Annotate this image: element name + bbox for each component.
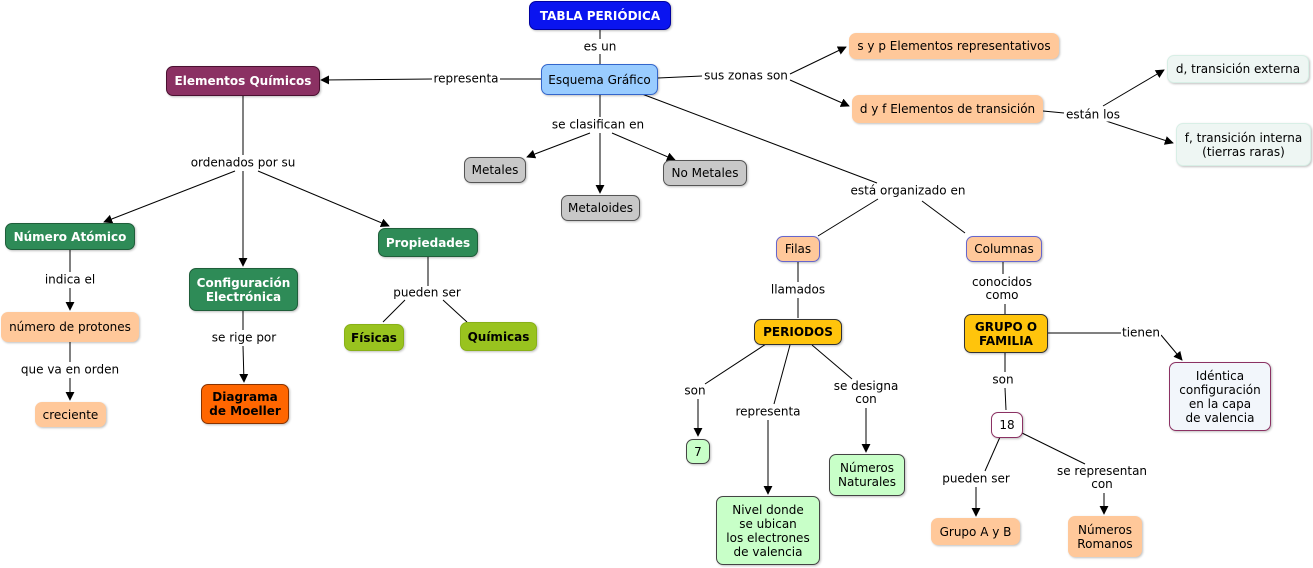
label-pueden-ser-18: pueden ser bbox=[941, 471, 1011, 486]
node-no-metales: No Metales bbox=[663, 160, 747, 186]
node-grupo-a-b: Grupo A y B bbox=[931, 518, 1020, 545]
label-ordenados-por-su: ordenados por su bbox=[189, 155, 297, 170]
label-se-representan-con: se representan con bbox=[1055, 464, 1149, 491]
node-nivel-electrones: Nivel donde se ubican los electrones de … bbox=[716, 496, 820, 565]
node-creciente: creciente bbox=[35, 402, 106, 427]
node-fisicas: Físicas bbox=[344, 324, 404, 351]
label-tienen: tienen bbox=[1120, 325, 1162, 340]
node-diagrama-moeller: Diagrama de Moeller bbox=[201, 384, 289, 424]
node-numeros-naturales: Números Naturales bbox=[829, 454, 905, 496]
node-columnas: Columnas bbox=[966, 236, 1042, 262]
node-grupo-familia: GRUPO O FAMILIA bbox=[964, 314, 1048, 353]
label-que-va-en-orden: que va en orden bbox=[19, 362, 121, 377]
node-metales: Metales bbox=[464, 157, 526, 183]
node-identica-configuracion: Idéntica configuración en la capa de val… bbox=[1169, 362, 1271, 431]
node-metaloides: Metaloides bbox=[561, 195, 640, 221]
node-quimicas: Químicas bbox=[460, 322, 537, 351]
node-tabla-periodica: TABLA PERIÓDICA bbox=[529, 1, 671, 30]
node-propiedades: Propiedades bbox=[378, 228, 478, 257]
label-sus-zonas-son: sus zonas son bbox=[703, 68, 789, 83]
label-pueden-ser-propiedades: pueden ser bbox=[392, 285, 462, 300]
node-d-transicion-externa: d, transición externa bbox=[1167, 55, 1309, 83]
label-se-designa-con: se designa con bbox=[832, 379, 900, 406]
node-filas: Filas bbox=[776, 236, 820, 262]
node-s-y-p: s y p Elementos representativos bbox=[849, 33, 1059, 59]
node-periodos: PERIODOS bbox=[754, 319, 842, 345]
label-son-periodos: son bbox=[683, 383, 707, 398]
label-llamados: llamados bbox=[769, 282, 827, 297]
label-se-clasifican-en: se clasifican en bbox=[550, 117, 646, 132]
label-indica-el: indica el bbox=[43, 272, 97, 287]
label-es-un: es un bbox=[582, 39, 618, 54]
node-dieciocho: 18 bbox=[991, 412, 1023, 438]
node-elementos-quimicos: Elementos Químicos bbox=[166, 66, 320, 96]
node-d-y-f: d y f Elementos de transición bbox=[852, 95, 1043, 123]
node-f-transicion-interna: f, transición interna (tierras raras) bbox=[1176, 123, 1311, 166]
node-siete: 7 bbox=[686, 439, 710, 464]
node-numero-protones: número de protones bbox=[1, 312, 139, 342]
label-representa: representa bbox=[432, 71, 500, 86]
node-configuracion-electronica: Configuración Electrónica bbox=[189, 268, 298, 311]
label-esta-organizado-en: está organizado en bbox=[849, 183, 967, 198]
label-estan-los: están los bbox=[1064, 107, 1122, 122]
label-conocidos-como: conocidos como bbox=[970, 275, 1034, 302]
node-esquema-grafico: Esquema Gráfico bbox=[541, 64, 658, 95]
label-representa-periodos: representa bbox=[734, 404, 802, 419]
node-numeros-romanos: Números Romanos bbox=[1068, 516, 1142, 557]
node-numero-atomico: Número Atómico bbox=[5, 223, 135, 250]
label-son-grupo: son bbox=[991, 372, 1015, 387]
label-se-rige-por: se rige por bbox=[210, 330, 278, 345]
